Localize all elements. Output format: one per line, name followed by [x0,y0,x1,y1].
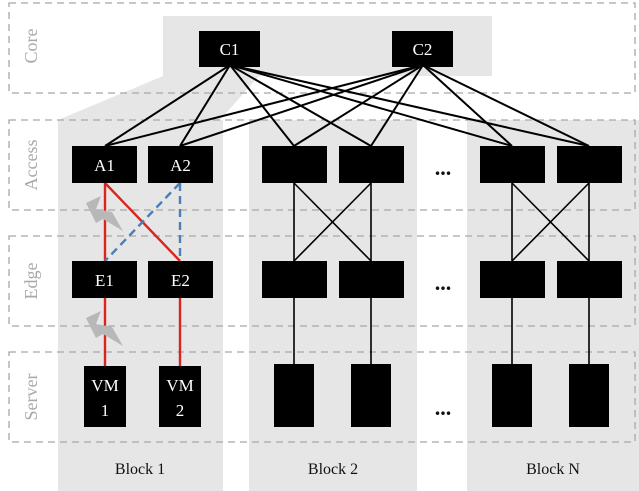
core-node-c1 [199,31,260,67]
edge-node [339,261,404,298]
edge-node [262,261,327,298]
server-ellipsis: ... [435,395,452,420]
core-block-background [58,16,492,120]
link [179,64,231,147]
core-node-c2 [392,31,453,67]
core-access-links [104,64,590,147]
link [422,64,513,147]
core-layer-frame [8,2,636,94]
access-ellipsis: ... [435,155,452,180]
edge-node-e1-label: E1 [95,271,114,290]
backup-link [104,182,181,262]
vm-node-1-label-line1: VM [91,376,118,395]
link [370,64,424,147]
link [104,64,231,147]
access-node [339,146,404,183]
vm-node-1 [84,366,126,427]
layer-label-access: Access [21,140,41,191]
server-layer-frame [8,351,636,443]
lightning-icon [86,311,123,346]
link [293,64,424,147]
block-label-1: Block 1 [115,461,165,478]
edge-node [557,261,622,298]
server-node [492,364,532,427]
link [104,64,424,147]
access-node-a1 [72,146,137,183]
link [422,64,590,147]
edge-layer-frame [8,235,636,327]
server-node [351,364,391,427]
link [229,64,513,147]
server-nodes: VM 1 VM 2 [84,364,609,427]
core-node-c1-label: C1 [220,40,240,59]
server-node [569,364,609,427]
layer-labels: Core Access Edge Server [21,29,41,421]
edge-ellipsis: ... [435,270,452,295]
block-1-backup-links [104,182,182,262]
access-node [557,146,622,183]
layer-frames [8,2,636,443]
layer-label-core: Core [21,29,41,64]
layer-label-server: Server [21,374,41,421]
block-internal-links [293,182,590,364]
ellipses: ... ... ... [435,155,452,420]
access-node-a2 [148,146,213,183]
link [179,64,424,147]
vm-node-2-label-line2: 2 [176,401,185,420]
edge-node-e1 [72,261,137,298]
access-node [480,146,545,183]
block-label-2: Block 2 [308,461,358,478]
core-node-c2-label: C2 [413,40,433,59]
layer-label-edge: Edge [21,262,41,299]
access-nodes: A1 A2 [72,146,622,183]
edge-node-e2 [148,261,213,298]
vm-node-2-label-line1: VM [166,376,193,395]
link [229,64,590,147]
link [293,182,372,262]
block-label-n: Block N [526,461,580,478]
vm-node-1-label-line2: 1 [101,401,110,420]
edge-node-e2-label: E2 [171,271,190,290]
access-layer-frame [8,119,636,211]
core-nodes: C1 C2 [199,31,453,67]
edge-node [480,261,545,298]
server-node [274,364,314,427]
lightning-icon [86,196,123,231]
access-node-a2-label: A2 [170,156,191,175]
link [511,182,590,262]
access-node-a1-label: A1 [94,156,115,175]
access-node [262,146,327,183]
edge-nodes: E1 E2 [72,261,622,298]
block-backgrounds [58,16,639,491]
block-labels: Block 1 Block 2 Block N [115,461,580,478]
failure-markers [86,196,123,346]
vm-node-2 [159,366,201,427]
